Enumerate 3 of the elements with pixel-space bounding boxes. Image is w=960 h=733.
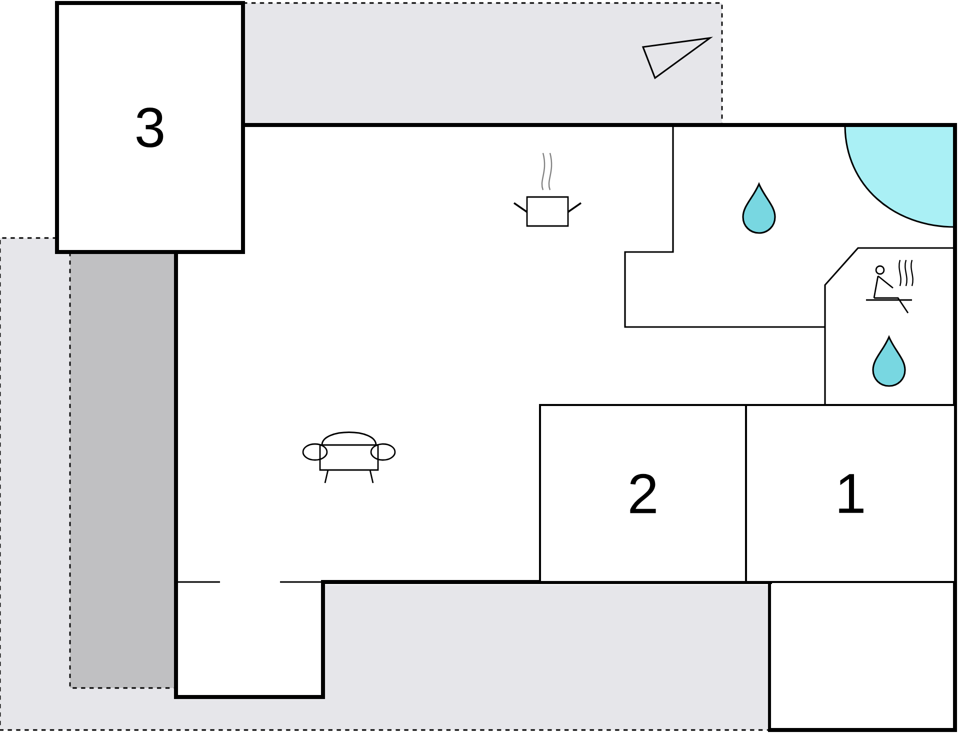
room-box: 3 <box>55 1 245 254</box>
room-box: 2 <box>539 404 748 583</box>
room-box: 1 <box>745 404 956 583</box>
